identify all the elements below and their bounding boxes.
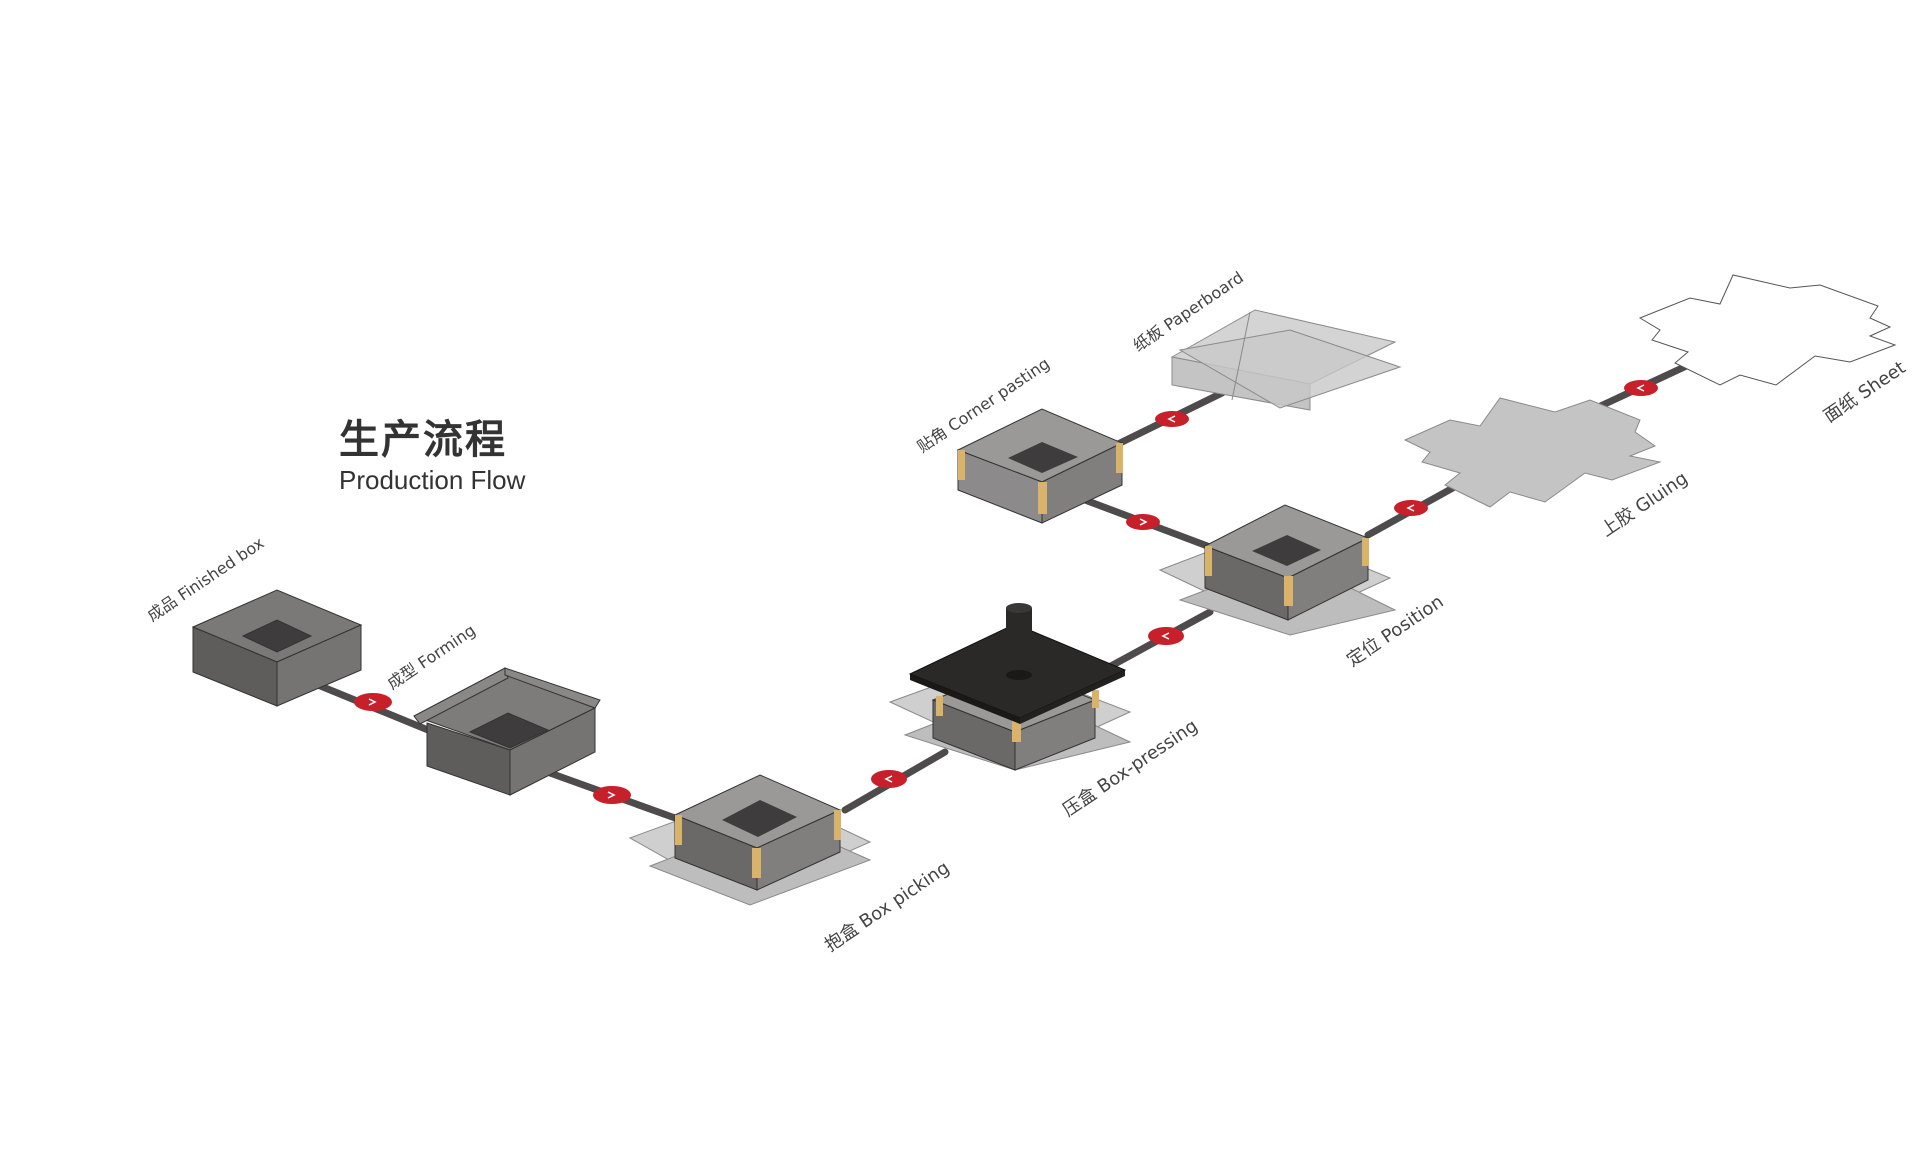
- paperboard-illustration: [1170, 309, 1402, 411]
- corner-tape: [1116, 443, 1123, 473]
- label-sheet: 面纸 Sheet: [1820, 357, 1909, 427]
- corner-tape: [1038, 482, 1047, 514]
- arrow-badge-6: [1624, 380, 1658, 396]
- finished-box-illustration: [191, 589, 363, 707]
- corner-tape: [675, 815, 682, 845]
- arrow-badge-3: [871, 770, 907, 788]
- corner-tape: [1205, 546, 1212, 576]
- corner-tape: [834, 810, 841, 840]
- label-forming: 成型 Forming: [384, 620, 479, 693]
- arrow-badge-2: [593, 786, 631, 804]
- corner-tape: [958, 450, 965, 480]
- arrow-badges: [354, 380, 1658, 804]
- arrow-badge-1: [354, 693, 392, 711]
- corner-tape: [1012, 720, 1021, 742]
- corner-tape: [936, 696, 943, 716]
- arrow-badge-7: [1126, 514, 1160, 530]
- box-pressing-illustration: [888, 603, 1132, 771]
- press-piston: [1006, 608, 1032, 675]
- title-chinese: 生产流程: [339, 417, 507, 463]
- gluing-illustration: [1403, 397, 1662, 508]
- arrow-badge-4: [1148, 627, 1184, 645]
- sheet-illustration: [1638, 274, 1897, 386]
- title-block: 生产流程 Production Flow: [339, 418, 525, 496]
- forming-box-illustration: [413, 667, 601, 796]
- corner-tape: [1362, 538, 1369, 566]
- label-box-picking: 抱盒 Box picking: [821, 857, 953, 956]
- position-illustration: [1158, 504, 1397, 636]
- title-english: Production Flow: [339, 465, 526, 495]
- arrow-badge-5: [1394, 500, 1428, 516]
- corner-tape: [752, 848, 761, 878]
- corner-tape: [1092, 690, 1099, 708]
- arrow-badge-8: [1155, 411, 1189, 427]
- corner-tape: [1284, 576, 1293, 606]
- box-picking-illustration: [628, 774, 872, 906]
- corner-pasting-illustration: [956, 408, 1124, 524]
